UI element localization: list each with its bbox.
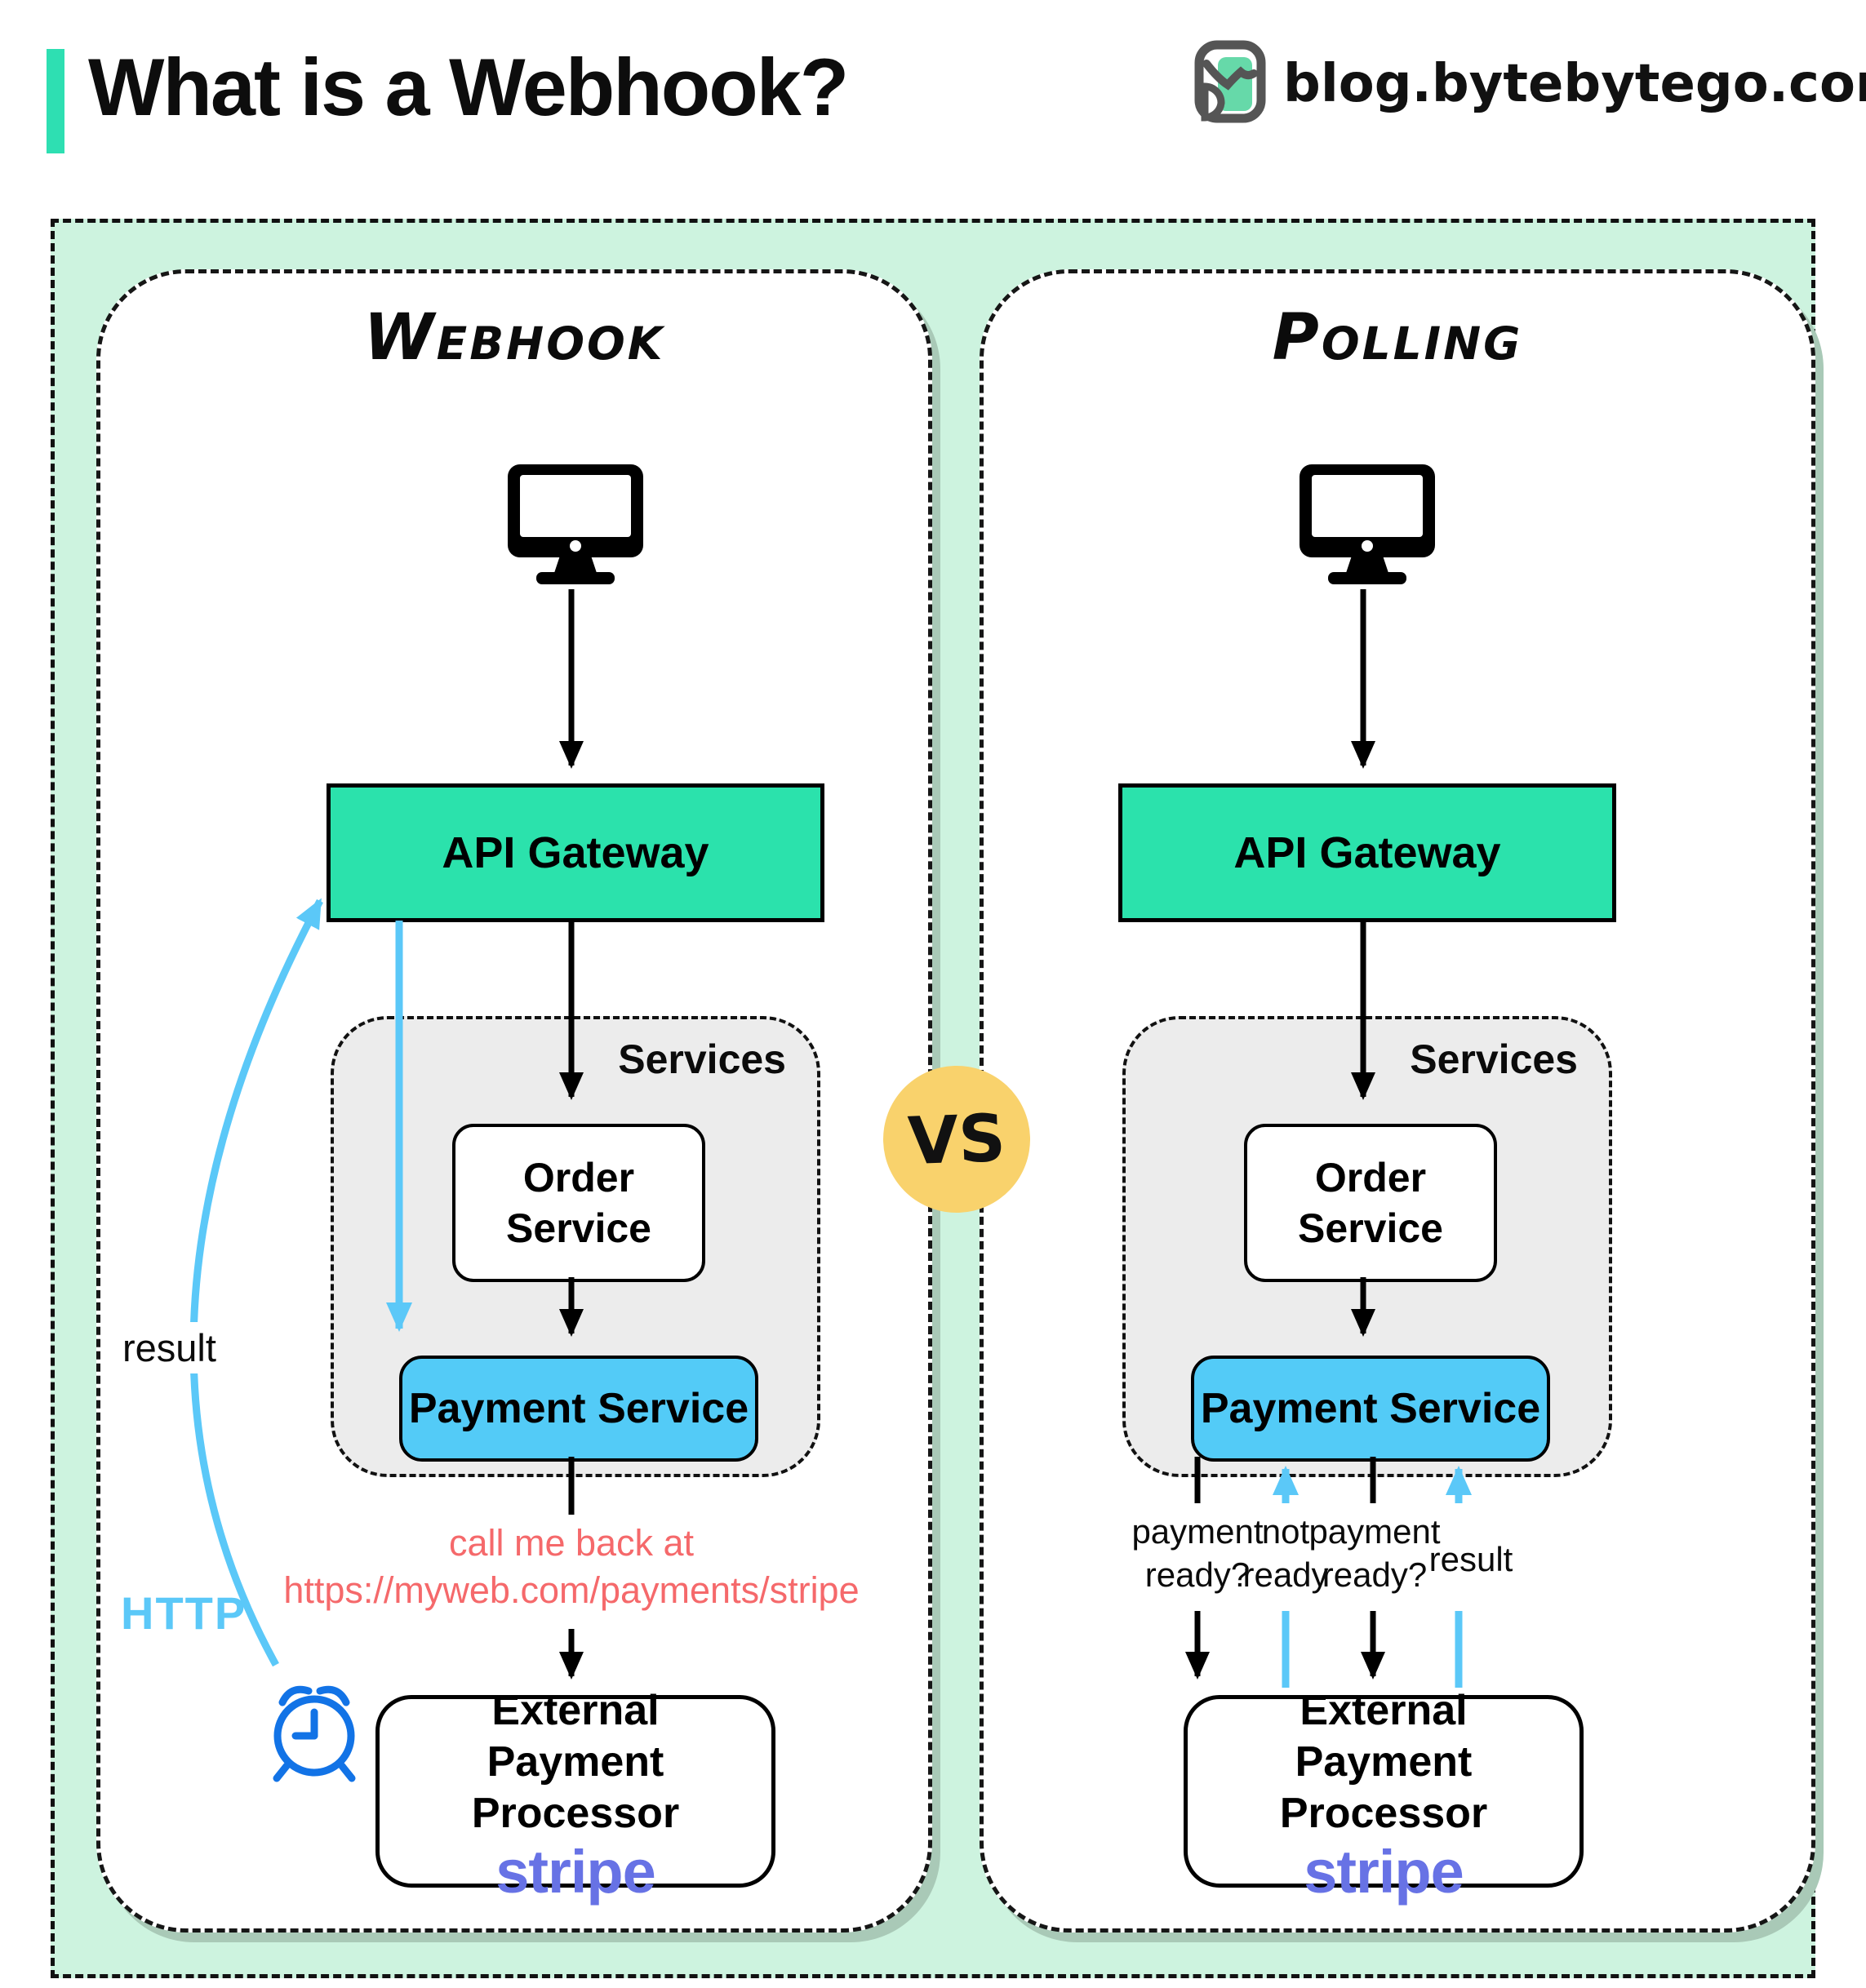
order-service-label-line1: Order: [1314, 1155, 1427, 1200]
external-label-line1: External: [491, 1687, 660, 1734]
api-gateway-label: API Gateway: [442, 828, 709, 877]
api-gateway-box: API Gateway: [327, 783, 824, 922]
result-arrow-label: result: [113, 1322, 226, 1373]
poll-arrow-label-3-line2: ready?: [1322, 1555, 1428, 1594]
alarm-clock-icon: [260, 1675, 369, 1788]
client-monitor-icon: [506, 463, 645, 591]
external-payment-processor-box: External Payment Processor stripe: [1184, 1687, 1584, 1902]
callback-note-line1: call me back at: [448, 1522, 695, 1564]
stripe-wordmark: stripe: [1304, 1838, 1464, 1906]
bytebytego-logo-icon: [1193, 39, 1267, 128]
callback-note-url: https://myweb.com/payments/stripe: [283, 1569, 860, 1611]
poll-arrow-label-result: result: [1428, 1540, 1513, 1578]
order-service-label-line1: Order: [522, 1155, 635, 1200]
external-payment-processor-box: External Payment Processor stripe: [375, 1687, 775, 1902]
order-service-box: Order Service: [1244, 1124, 1497, 1282]
external-label-line2: Payment Processor: [1279, 1738, 1488, 1837]
services-group: Services Order Service Payment Service: [1122, 1016, 1612, 1477]
vs-label: VS: [906, 1099, 1007, 1179]
order-service-label-line2: Service: [506, 1205, 651, 1251]
webhook-panel-title: Webhook: [363, 301, 665, 375]
client-monitor-icon: [1298, 463, 1437, 591]
services-group-label: Services: [1410, 1036, 1578, 1082]
callback-note: call me back at https://myweb.com/paymen…: [216, 1520, 926, 1614]
order-service-box: Order Service: [452, 1124, 705, 1282]
payment-service-label: Payment Service: [1200, 1385, 1541, 1432]
external-label-line1: External: [1300, 1687, 1468, 1734]
api-gateway-label: API Gateway: [1233, 828, 1501, 877]
page-title: What is a Webhook?: [88, 42, 849, 132]
polling-panel-title: Polling: [1272, 301, 1523, 375]
site-url: blog.bytebytego.com: [1283, 54, 1866, 114]
api-gateway-box: API Gateway: [1118, 783, 1616, 922]
poll-arrow-label-3-line1: payment: [1308, 1512, 1441, 1551]
webhook-panel: Webhook API Gateway Services Order Servi…: [96, 269, 932, 1933]
external-label-line2: Payment Processor: [471, 1738, 680, 1837]
title-accent-bar: [47, 49, 64, 153]
payment-service-box: Payment Service: [1191, 1356, 1550, 1462]
poll-arrow-label-3: payment ready?: [1308, 1510, 1440, 1596]
order-service-label-line2: Service: [1298, 1205, 1443, 1251]
polling-labels-band: [1110, 1503, 1544, 1611]
polling-panel: Polling API Gateway Services Order Servi…: [980, 269, 1815, 1933]
payment-service-label: Payment Service: [408, 1385, 749, 1432]
payment-service-box: Payment Service: [399, 1356, 758, 1462]
stripe-wordmark: stripe: [495, 1838, 656, 1906]
services-group-label: Services: [618, 1036, 786, 1082]
http-arrow-label: HTTP: [121, 1587, 247, 1639]
services-group: Services Order Service Payment Service: [331, 1016, 820, 1477]
